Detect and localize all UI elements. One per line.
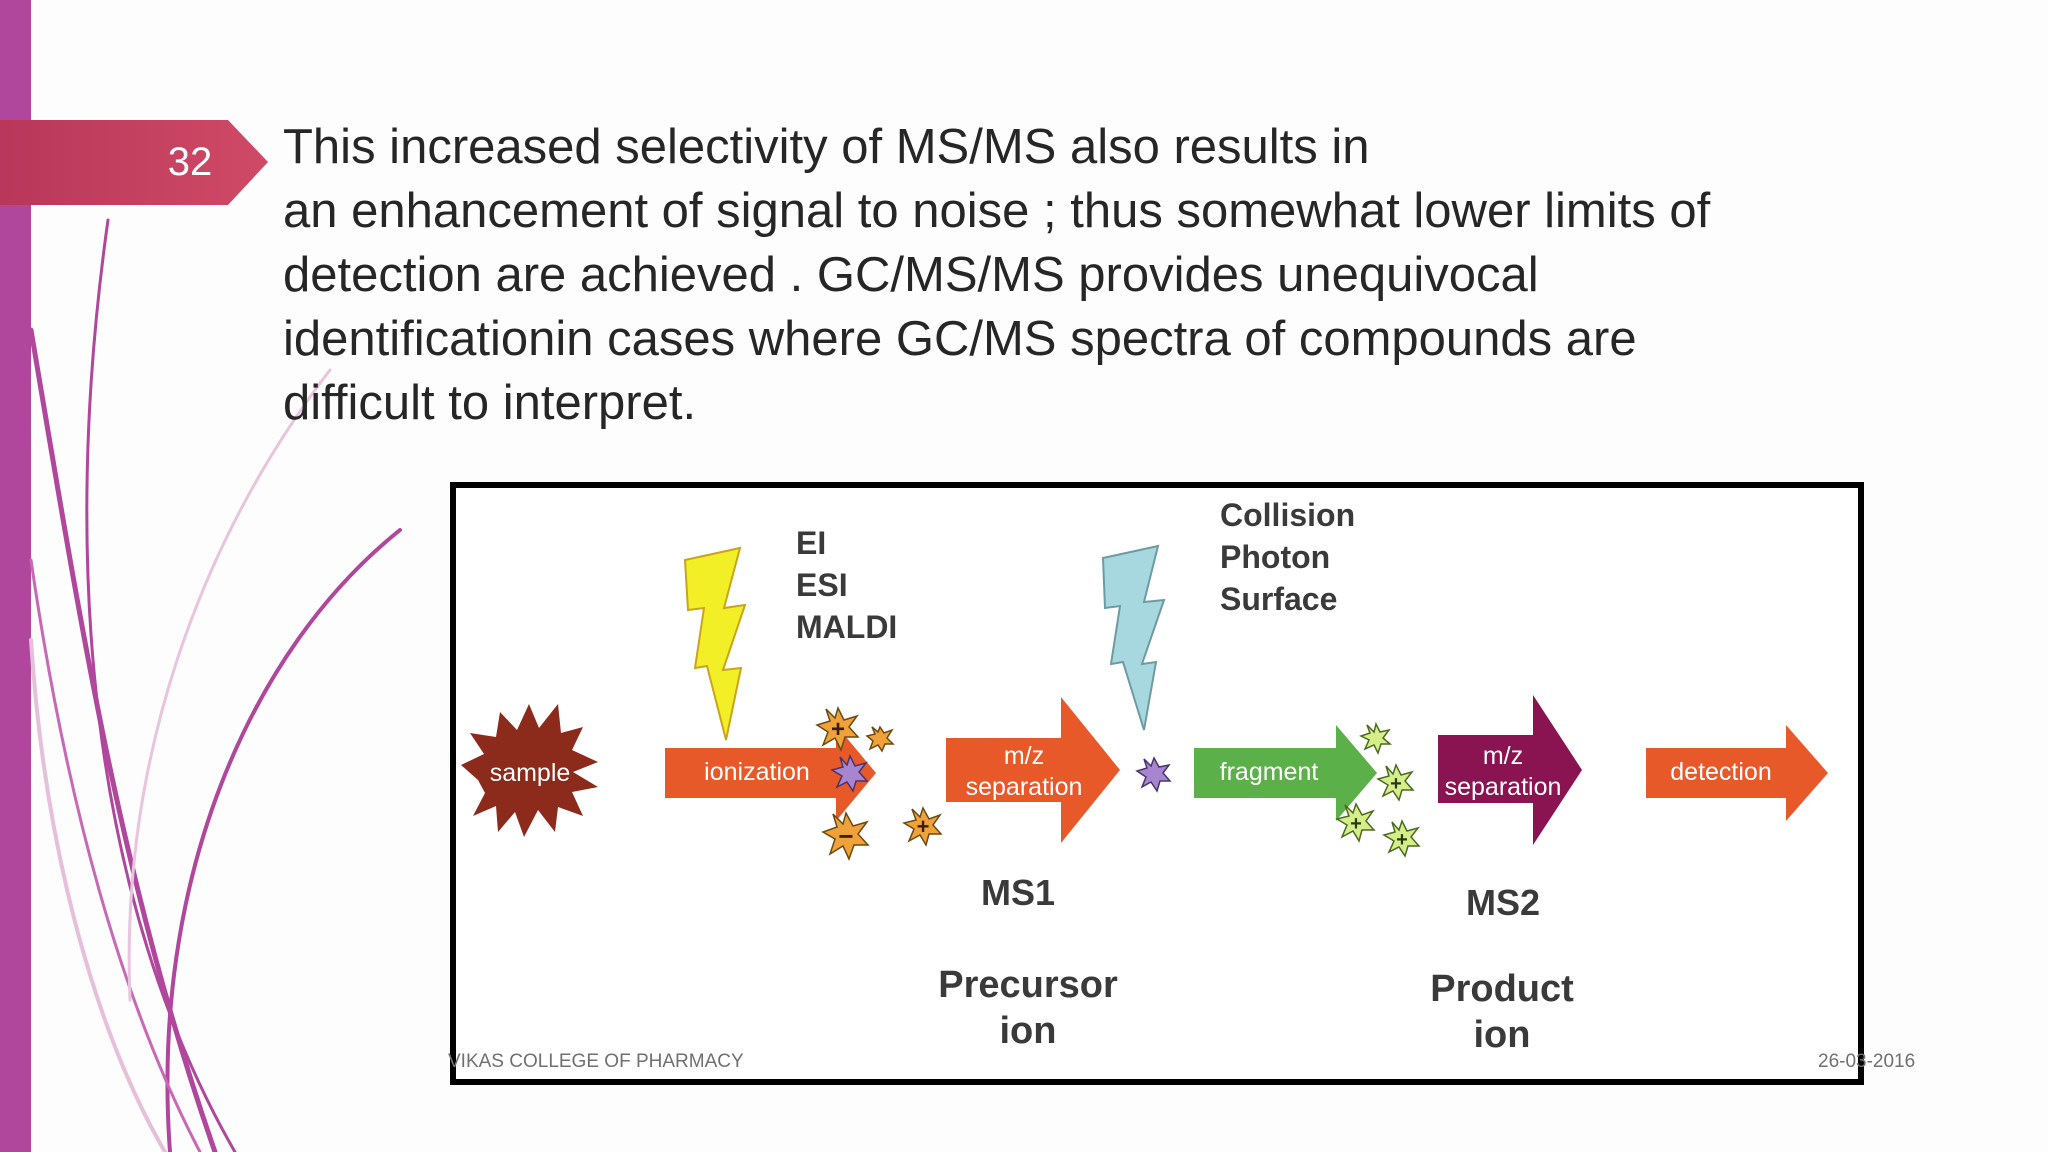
svg-text:+: + bbox=[1396, 829, 1408, 851]
svg-text:+: + bbox=[1350, 813, 1362, 835]
detection-label: detection bbox=[1670, 758, 1772, 786]
msms-diagram: + − + bbox=[448, 480, 1866, 1087]
ms2-separation-label: m/z separation bbox=[1444, 742, 1562, 801]
slide-number-tab bbox=[0, 120, 268, 205]
ionization-methods-label: EI ESI MALDI bbox=[796, 525, 898, 645]
sample-label: sample bbox=[489, 759, 571, 787]
fragment-arrow-shape bbox=[1194, 725, 1377, 821]
precursor-ions: + − + bbox=[815, 705, 1172, 861]
footer-date: 26-03-2016 bbox=[1818, 1051, 1916, 1072]
ms2-separation-arrow-shape bbox=[1438, 695, 1582, 845]
svg-text:−: − bbox=[838, 821, 853, 851]
slide-number: 32 bbox=[167, 140, 213, 184]
sample-burst-shape bbox=[461, 704, 598, 837]
diagram-graphics: + − + bbox=[450, 482, 1864, 1085]
ms1-separation-arrow-shape bbox=[946, 697, 1120, 843]
product-ion-label: Product ion bbox=[1430, 968, 1574, 1056]
ionization-bolt-shape bbox=[683, 546, 747, 741]
ms1-separation-label: m/z separation bbox=[965, 742, 1083, 801]
fragment-label: fragment bbox=[1219, 758, 1319, 786]
product-ions: + + + bbox=[1335, 721, 1421, 858]
activation-bolt-shape bbox=[1101, 544, 1166, 731]
precursor-ion-label: Precursor ion bbox=[938, 964, 1118, 1052]
svg-text:+: + bbox=[1390, 773, 1402, 795]
svg-text:+: + bbox=[917, 814, 930, 839]
ionization-arrow-shape bbox=[665, 725, 876, 821]
detection-arrow-shape bbox=[1646, 725, 1828, 821]
ionization-label: ionization bbox=[704, 758, 810, 786]
svg-text:+: + bbox=[831, 716, 845, 743]
slide-body-text: This increased selectivity of MS/MS also… bbox=[283, 120, 1711, 430]
ms2-label: MS2 bbox=[1465, 882, 1541, 923]
activation-methods-label: Collision Photon Surface bbox=[1220, 497, 1356, 617]
ms1-label: MS1 bbox=[980, 872, 1056, 913]
footer-organization: VIKAS COLLEGE OF PHARMACY bbox=[448, 1051, 744, 1072]
